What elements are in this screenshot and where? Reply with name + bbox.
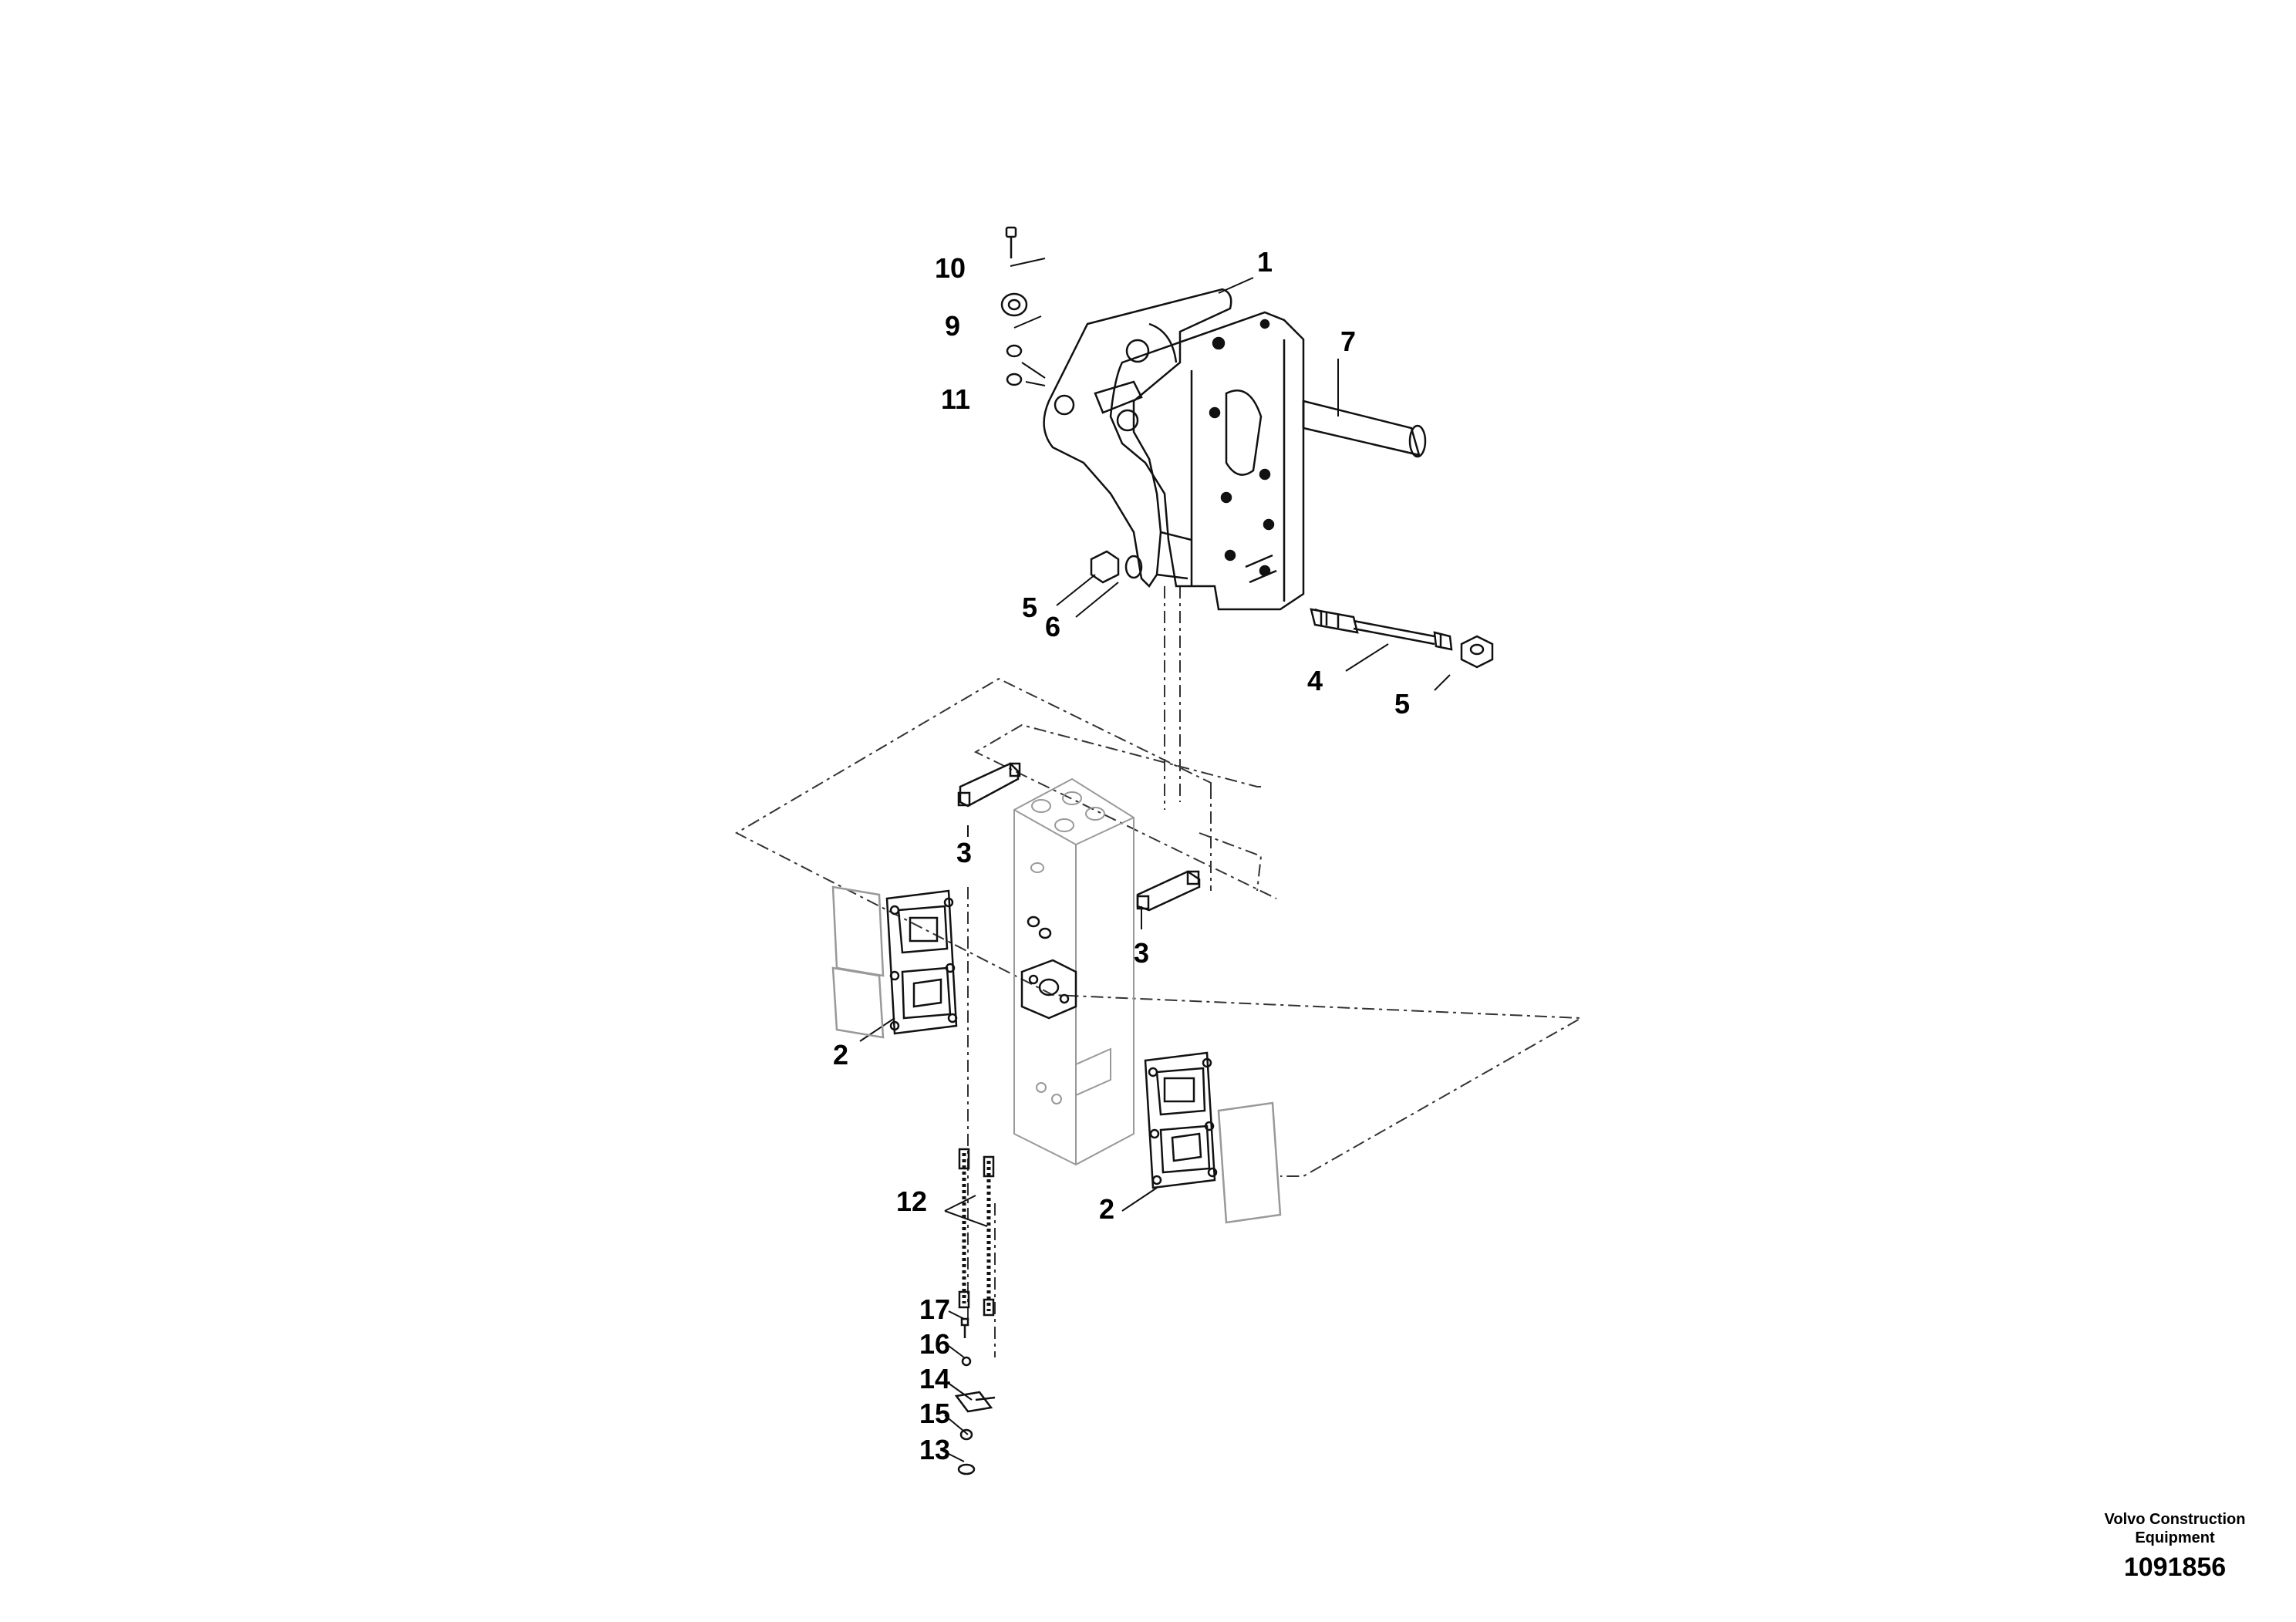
pin-part-7 [1302, 400, 1427, 458]
washer-part-11 [1006, 344, 1023, 386]
fastener-part-17 [960, 1317, 969, 1338]
callout-11: 11 [941, 383, 971, 415]
callout-1: 1 [1257, 246, 1273, 278]
clamp-part-3-upper [957, 762, 1021, 808]
callout-5-right: 5 [1394, 688, 1411, 720]
callout-4: 4 [1307, 665, 1323, 696]
callout-6: 6 [1045, 611, 1061, 642]
leader-lines [859, 258, 1451, 1462]
nut-part-5-right [1460, 635, 1494, 669]
callout-7: 7 [1340, 325, 1357, 357]
bolt-part-10 [1005, 226, 1017, 258]
drawing-info-block: Volvo Construction Equipment 1091856 [2082, 1510, 2267, 1583]
callout-12: 12 [896, 1185, 928, 1217]
callout-13: 13 [919, 1434, 951, 1465]
callout-17: 17 [919, 1293, 951, 1325]
callout-2-right: 2 [1099, 1193, 1115, 1225]
clamp-part-3-lower [1136, 870, 1201, 912]
clip-part-14 [954, 1391, 996, 1413]
callout-9: 9 [945, 310, 961, 342]
bushing-part-9 [1000, 292, 1028, 317]
callout-5-left: 5 [1022, 592, 1038, 623]
rod-part-4 [1310, 608, 1453, 651]
washer-part-16 [961, 1356, 972, 1367]
valve-fittings [1020, 916, 1077, 1020]
nut-part-5-left [1090, 550, 1120, 584]
washer-part-13 [957, 1463, 976, 1475]
callout-15: 15 [919, 1398, 951, 1429]
callout-14: 14 [919, 1363, 951, 1394]
nut-part-15 [959, 1428, 973, 1441]
mounting-plate-part-2-right [1144, 1051, 1282, 1224]
bracket-housing-part-1 [1043, 288, 1305, 611]
washer-part-6 [1124, 555, 1143, 579]
hose-part-12 [958, 1148, 995, 1317]
callout-10: 10 [935, 252, 966, 284]
callout-2-left: 2 [833, 1039, 849, 1071]
manufacturer-name-line1: Volvo Construction [2104, 1511, 2246, 1528]
mounting-plate-part-2-left [831, 885, 958, 1039]
callout-3-lower: 3 [1134, 937, 1150, 969]
manufacturer-name-line2: Equipment [2135, 1529, 2215, 1546]
callout-16: 16 [919, 1328, 951, 1360]
callout-3-upper: 3 [956, 837, 973, 868]
drawing-number: 1091856 [2123, 1553, 2227, 1582]
